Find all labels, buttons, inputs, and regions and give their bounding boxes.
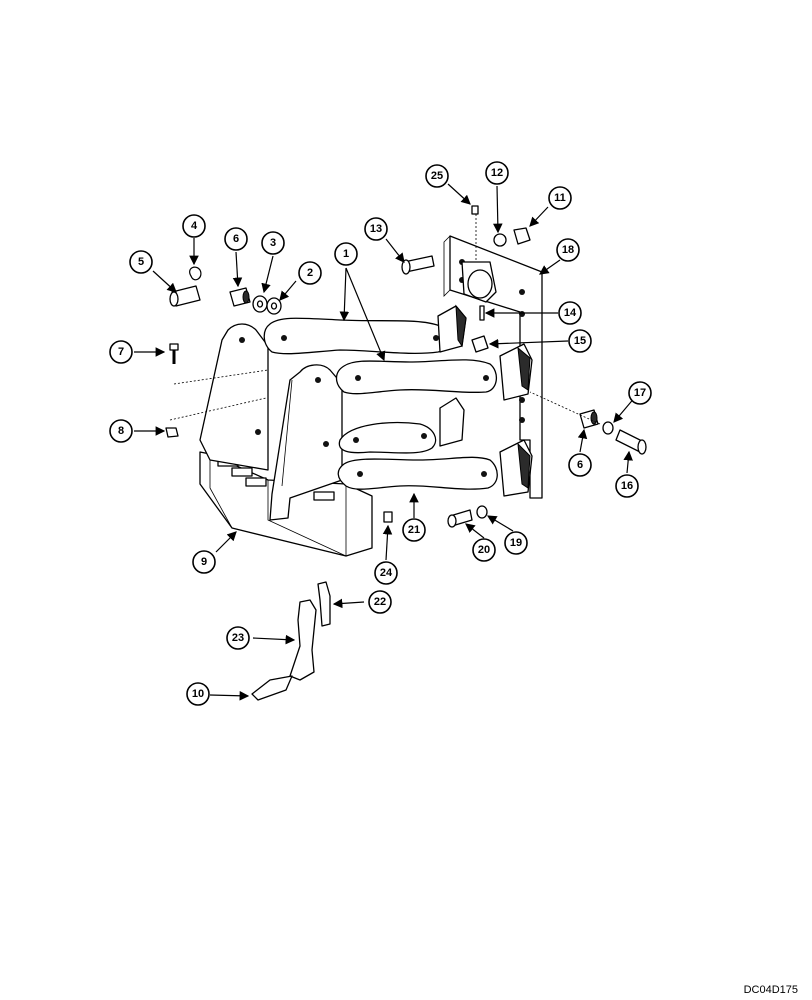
svg-text:8: 8 <box>118 425 124 437</box>
svg-text:9: 9 <box>201 556 207 568</box>
callout-17: 17 <box>628 381 652 405</box>
pin-5 <box>169 285 201 307</box>
callout-21: 21 <box>402 518 426 542</box>
upper-link-arm-front <box>335 359 497 395</box>
callout-3: 3 <box>261 231 285 255</box>
bolt-7 <box>169 343 179 364</box>
callout-25: 25 <box>425 164 449 188</box>
svg-text:11: 11 <box>554 192 566 204</box>
svg-text:3: 3 <box>270 237 276 249</box>
nut-8 <box>165 427 179 438</box>
bolt-13 <box>401 255 435 275</box>
svg-text:2: 2 <box>307 267 313 279</box>
nut-11 <box>513 227 531 245</box>
pin-16 <box>615 429 647 455</box>
callout-6-right: 6 <box>568 453 592 477</box>
svg-text:12: 12 <box>491 167 503 179</box>
grease-fitting-25 <box>471 205 479 215</box>
callout-6-upper: 6 <box>224 227 248 251</box>
svg-text:1: 1 <box>343 248 349 260</box>
plate-lugs <box>437 304 533 497</box>
callout-13: 13 <box>364 217 388 241</box>
svg-text:13: 13 <box>370 223 382 235</box>
svg-text:14: 14 <box>564 307 577 319</box>
lower-link-arm-rear <box>338 421 437 454</box>
callout-2: 2 <box>298 261 322 285</box>
washer-17 <box>602 421 614 435</box>
svg-text:24: 24 <box>380 567 393 579</box>
callout-24: 24 <box>374 561 398 585</box>
svg-text:21: 21 <box>408 524 420 536</box>
clip-pin <box>189 266 202 281</box>
svg-text:17: 17 <box>634 387 646 399</box>
svg-text:15: 15 <box>574 335 586 347</box>
callout-8: 8 <box>109 419 133 443</box>
callout-19: 19 <box>504 531 528 555</box>
washer-12 <box>493 233 507 247</box>
bolt-20 <box>447 509 473 528</box>
ripper-tooth <box>251 675 293 701</box>
callout-18: 18 <box>556 238 580 262</box>
svg-text:16: 16 <box>621 480 633 492</box>
mounting-plate <box>443 235 543 499</box>
callout-16: 16 <box>615 474 639 498</box>
callout-7: 7 <box>109 340 133 364</box>
callout-22: 22 <box>368 590 392 614</box>
roll-pin-14 <box>479 305 485 321</box>
callout-15: 15 <box>568 329 592 353</box>
svg-text:7: 7 <box>118 346 124 358</box>
lower-link-arm-front <box>337 456 498 490</box>
nut-24 <box>383 511 393 523</box>
svg-text:22: 22 <box>374 596 386 608</box>
callout-5: 5 <box>129 250 153 274</box>
leader-lines <box>134 183 637 701</box>
svg-text:6: 6 <box>233 233 239 245</box>
side-frame-front <box>269 364 343 521</box>
svg-text:10: 10 <box>192 688 204 700</box>
svg-text:6: 6 <box>577 459 583 471</box>
callout-23: 23 <box>226 626 250 650</box>
ripper-shank <box>289 581 331 681</box>
callout-1: 1 <box>334 242 358 266</box>
spacer-upper <box>229 287 251 307</box>
svg-text:19: 19 <box>510 537 522 549</box>
side-frame-rear <box>199 323 269 471</box>
callout-4: 4 <box>182 214 206 238</box>
callout-12: 12 <box>485 161 509 185</box>
callout-14: 14 <box>558 301 582 325</box>
svg-text:23: 23 <box>232 632 244 644</box>
callout-11: 11 <box>548 186 572 210</box>
svg-text:20: 20 <box>478 544 490 556</box>
svg-text:5: 5 <box>138 256 144 268</box>
callout-9: 9 <box>192 550 216 574</box>
nut-15 <box>471 335 489 353</box>
washer-2 <box>266 297 282 315</box>
callout-20: 20 <box>472 538 496 562</box>
svg-text:4: 4 <box>191 220 198 232</box>
washer-19 <box>476 505 488 519</box>
svg-text:25: 25 <box>431 170 443 182</box>
svg-text:18: 18 <box>562 244 574 256</box>
drawing-reference-code: DC04D175 <box>743 984 798 996</box>
upper-link-arm-rear <box>263 317 449 355</box>
callout-10: 10 <box>186 682 210 706</box>
washer-3 <box>252 295 268 313</box>
